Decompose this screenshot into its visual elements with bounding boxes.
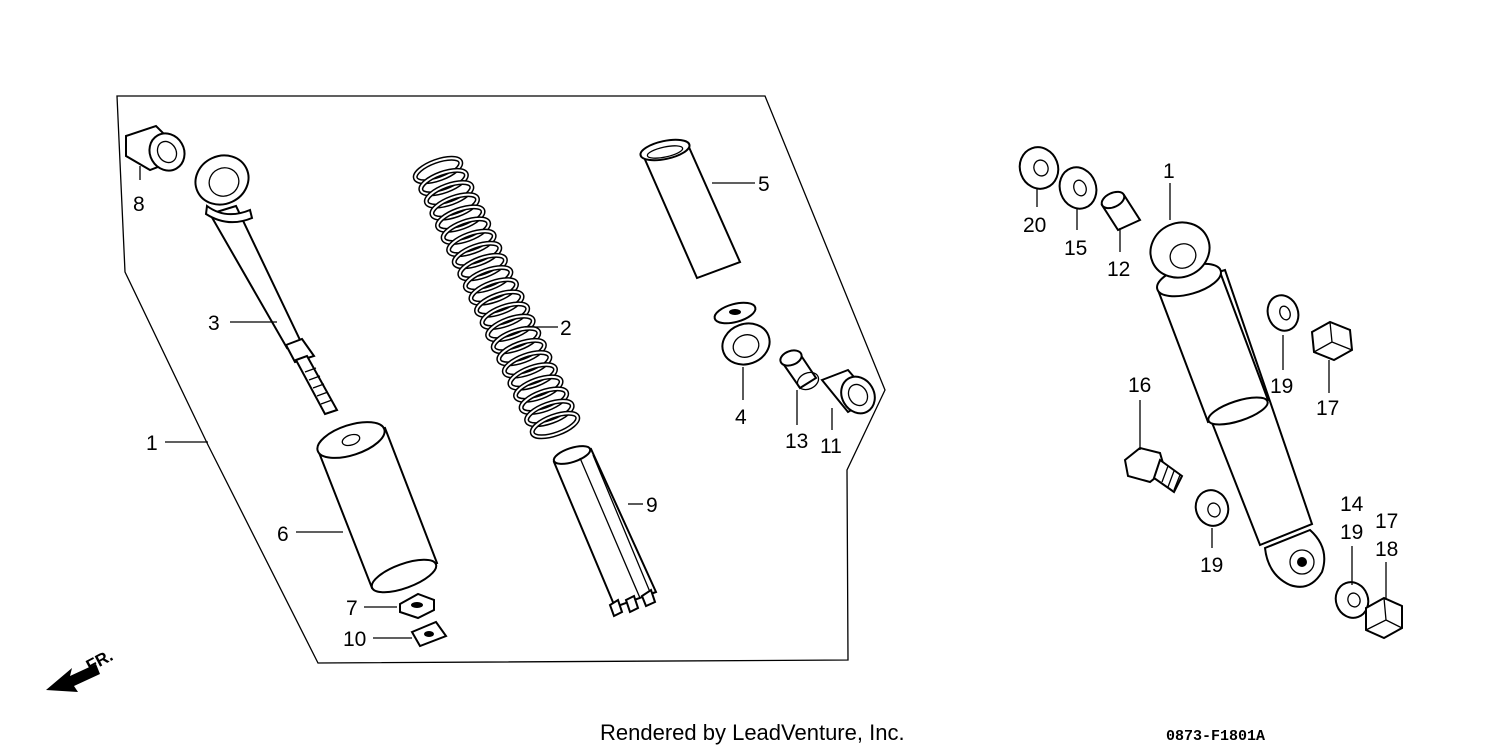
callout-6: 6 xyxy=(277,523,289,546)
callout-8: 8 xyxy=(133,193,145,216)
callout-18: 18 xyxy=(1375,538,1398,561)
exploded-view-frame xyxy=(116,95,886,664)
part-20-washer[interactable] xyxy=(1014,142,1064,194)
spring-coil-highlight xyxy=(503,351,551,378)
part-12-collar[interactable] xyxy=(1099,189,1142,232)
spring-coil-highlight xyxy=(508,363,557,390)
callout-14: 14 xyxy=(1340,493,1364,516)
callout-9: 9 xyxy=(646,494,658,517)
callout-2: 2 xyxy=(560,317,572,340)
spring-coil-highlight xyxy=(436,205,485,232)
callout-17-upper: 17 xyxy=(1316,397,1339,420)
callout-11: 11 xyxy=(820,435,842,458)
diagram-code: 0873-F1801A xyxy=(1166,728,1265,745)
spring-coil-highlight xyxy=(414,157,462,183)
part-2-spring[interactable] xyxy=(412,153,581,441)
part-10-washer[interactable] xyxy=(410,620,448,648)
part-19-washer-upper[interactable] xyxy=(1263,291,1304,335)
spring-coil-highlight xyxy=(525,400,574,426)
spring-coil-highlight xyxy=(442,217,490,244)
part-3-damper-rod[interactable] xyxy=(187,147,339,416)
spring-coil-highlight xyxy=(419,169,468,195)
part-5-upper-cover[interactable] xyxy=(639,136,742,280)
spring-coil-highlight xyxy=(453,242,501,268)
callout-7: 7 xyxy=(346,597,358,620)
spring-coil-highlight xyxy=(492,327,540,353)
part-19-washer-middle[interactable] xyxy=(1191,486,1233,531)
spring-coil-highlight xyxy=(464,266,512,293)
part-13-collar[interactable] xyxy=(778,348,821,393)
part-11-bushing[interactable] xyxy=(820,368,881,419)
callout-13: 13 xyxy=(785,430,808,453)
rendered-by-footer: Rendered by LeadVenture, Inc. xyxy=(600,720,905,745)
part-15-washer[interactable] xyxy=(1054,162,1102,214)
callout-15: 15 xyxy=(1064,237,1087,260)
callout-4: 4 xyxy=(735,406,747,429)
part-4-lower-eye[interactable] xyxy=(712,299,775,371)
spring-coil-highlight xyxy=(430,193,479,220)
callout-17-lower: 17 xyxy=(1375,510,1398,533)
callout-10: 10 xyxy=(343,628,366,651)
callout-1-right: 1 xyxy=(1163,160,1175,183)
front-direction-arrow: FR. xyxy=(46,646,116,692)
part-18-nut-lower[interactable] xyxy=(1365,596,1403,640)
callout-19-upper: 19 xyxy=(1270,375,1293,398)
part-9-spring-guide[interactable] xyxy=(552,442,658,618)
part-6-shock-body[interactable] xyxy=(313,415,440,599)
part-7-nut[interactable] xyxy=(399,592,435,620)
part-17-nut-upper[interactable] xyxy=(1310,320,1354,362)
part-19-washer-lower[interactable] xyxy=(1331,578,1373,623)
part-1-shock-absorber[interactable] xyxy=(1141,213,1326,588)
callout-5: 5 xyxy=(758,173,770,196)
callout-19-lower: 19 xyxy=(1340,521,1363,544)
spring-coil-highlight xyxy=(497,339,546,365)
spring-coil-highlight xyxy=(469,278,518,305)
spring-coil-highlight xyxy=(531,412,579,438)
spring-coil-highlight xyxy=(458,254,507,280)
spring-coil-highlight xyxy=(486,315,535,341)
callout-16: 16 xyxy=(1128,374,1151,397)
callout-20: 20 xyxy=(1023,214,1046,237)
part-8-bushing[interactable] xyxy=(125,124,191,177)
spring-coil-highlight xyxy=(425,181,473,208)
callout-1-left: 1 xyxy=(146,432,158,455)
callout-12: 12 xyxy=(1107,258,1130,281)
spring-coil-highlight xyxy=(481,302,529,329)
part-16-bolt[interactable] xyxy=(1123,446,1184,494)
callout-3: 3 xyxy=(208,312,220,335)
spring-coil-highlight xyxy=(475,290,524,317)
spring-coil-highlight xyxy=(514,375,563,402)
callout-19-middle: 19 xyxy=(1200,554,1223,577)
spring-coil-highlight xyxy=(520,387,568,414)
spring-coil-highlight xyxy=(447,230,496,256)
